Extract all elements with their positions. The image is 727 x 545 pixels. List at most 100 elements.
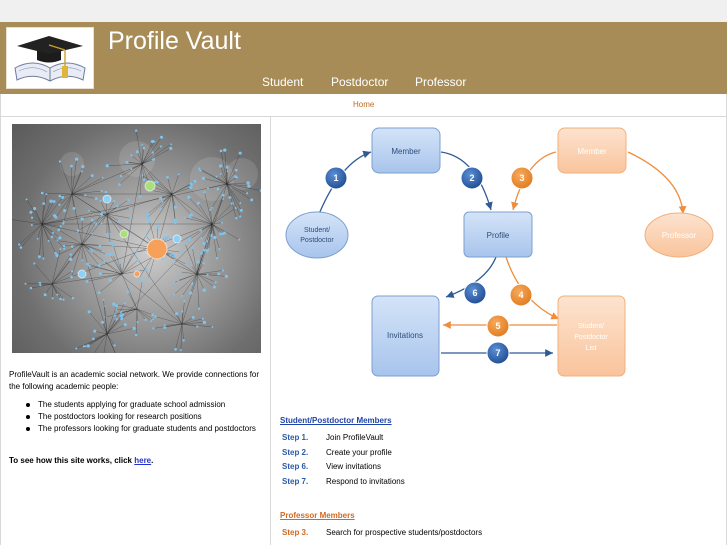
network-edge <box>203 178 228 185</box>
network-edge <box>181 273 198 296</box>
network-edge <box>87 263 123 275</box>
network-node <box>88 209 91 212</box>
network-edge <box>58 229 83 245</box>
network-node <box>36 237 39 240</box>
network-node <box>217 272 221 276</box>
network-edge <box>211 183 228 208</box>
network-node <box>56 293 59 296</box>
network-node <box>247 184 251 188</box>
network-edge <box>171 193 176 221</box>
network-node <box>45 193 48 196</box>
step-2-circle <box>460 166 484 190</box>
network-node <box>62 222 65 225</box>
network-node <box>71 297 75 300</box>
network-node <box>80 217 84 221</box>
network-node <box>18 243 21 246</box>
network-edge <box>181 323 198 327</box>
network-node <box>58 203 61 206</box>
student-postdoctor-label-line2: Postdoctor <box>300 237 334 244</box>
network-edge <box>105 308 138 318</box>
network-node <box>117 219 121 223</box>
network-edge <box>196 273 205 291</box>
network-edge <box>101 213 108 224</box>
network-edge <box>51 283 64 300</box>
network-node <box>219 149 223 153</box>
network-edge <box>164 323 183 326</box>
network-node <box>97 264 101 268</box>
network-node <box>105 252 108 256</box>
network-node <box>202 242 206 246</box>
network-edge <box>106 213 120 222</box>
network-edge <box>41 201 55 225</box>
network-edge <box>167 177 173 195</box>
nav-professor[interactable]: Professor <box>415 75 467 89</box>
network-edge <box>103 299 108 335</box>
network-edge <box>7 218 43 225</box>
network-edge <box>81 220 93 245</box>
network-node <box>181 310 184 313</box>
network-edge <box>30 212 43 225</box>
student-section-title[interactable]: Student/Postdoctor Members <box>280 416 392 425</box>
network-node <box>118 183 121 186</box>
halo-decoration <box>60 152 84 176</box>
network-edge <box>121 193 173 275</box>
network-node <box>196 325 199 328</box>
network-edge <box>41 223 49 241</box>
network-edge <box>55 193 73 218</box>
graduation-cap-logo[interactable] <box>6 27 94 89</box>
network-edge <box>89 210 108 215</box>
network-node <box>70 275 73 279</box>
network-edge <box>51 283 58 295</box>
how-it-works-prefix: To see how this site works, click <box>9 456 135 465</box>
network-edge <box>56 243 83 256</box>
intro-text: ProfileVault is an academic social netwo… <box>9 370 260 391</box>
student-postdoctor-list-node <box>557 295 626 377</box>
here-link[interactable]: here <box>134 456 152 465</box>
network-node <box>37 255 41 259</box>
network-edge <box>41 221 64 225</box>
network-node <box>206 240 209 243</box>
nav-student[interactable]: Student <box>262 75 304 89</box>
network-node <box>219 173 222 175</box>
network-edge <box>30 283 53 289</box>
list-label-line3: List <box>586 345 597 352</box>
network-edge <box>198 168 228 185</box>
network-node <box>57 228 61 232</box>
step-3-number: 3 <box>519 173 524 183</box>
network-edge <box>204 192 213 225</box>
network-node <box>128 207 131 210</box>
network-node <box>180 271 182 273</box>
network-edge <box>106 201 115 215</box>
network-node <box>94 197 98 200</box>
network-node <box>63 247 66 250</box>
network-node <box>221 269 225 272</box>
network-edge <box>106 333 115 346</box>
network-edge <box>175 323 183 350</box>
network-edge <box>211 223 223 235</box>
network-edge <box>37 223 43 239</box>
network-edge <box>198 202 213 225</box>
step-number: Step 7. <box>282 477 309 486</box>
network-node <box>202 262 205 265</box>
network-edge <box>51 283 53 299</box>
network-edge <box>211 223 225 234</box>
network-node <box>126 290 130 294</box>
audience-list: The students applying for graduate schoo… <box>9 399 271 435</box>
network-edge <box>41 223 61 227</box>
network-node <box>86 344 90 348</box>
network-node <box>33 207 37 211</box>
home-link[interactable]: Home <box>353 100 375 109</box>
network-edge <box>71 193 97 199</box>
network-node <box>119 314 123 318</box>
network-edge <box>135 308 138 335</box>
network-node <box>156 225 160 229</box>
step-text: Create your profile <box>326 448 392 457</box>
network-node <box>58 236 62 240</box>
network-edge <box>220 173 228 185</box>
nav-postdoctor[interactable]: Postdoctor <box>331 75 389 89</box>
professor-section-title[interactable]: Professor Members <box>280 511 355 520</box>
network-edge <box>181 317 194 325</box>
network-node <box>90 218 94 222</box>
network-edge <box>211 223 240 240</box>
student-postdoctor-label-line1: Student/ <box>304 227 330 234</box>
